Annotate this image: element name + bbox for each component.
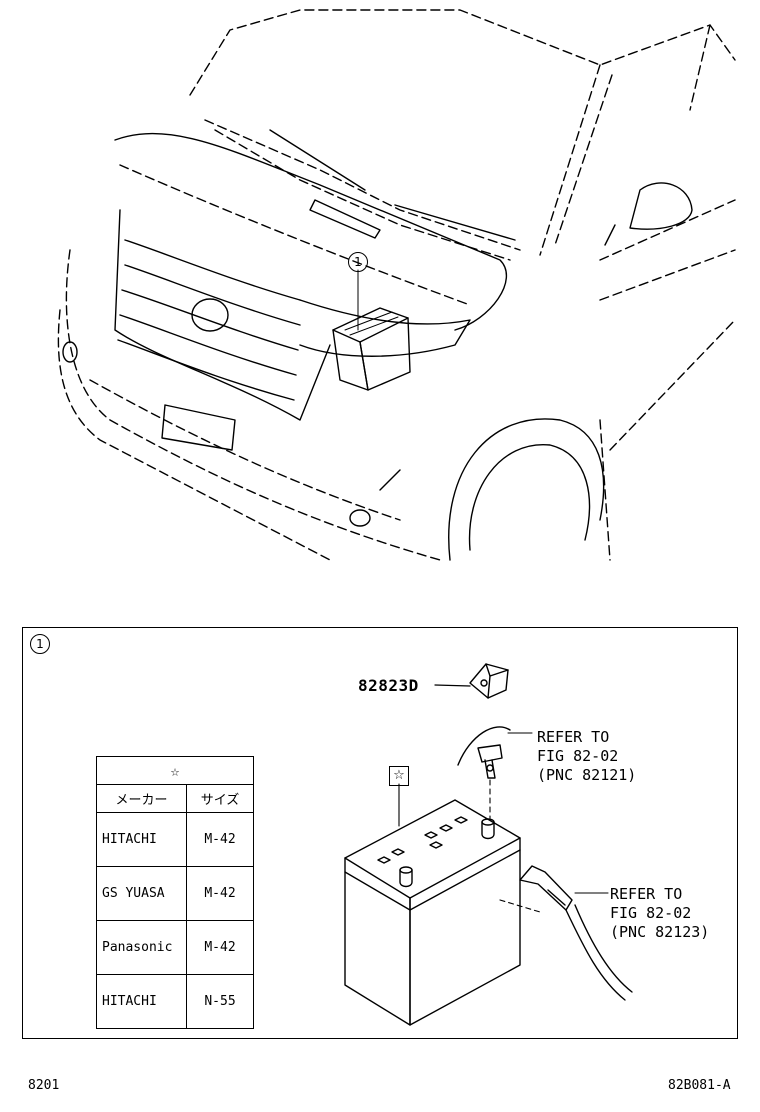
reference-1-line1: REFER TO	[537, 728, 610, 746]
table-header-size: サイズ	[186, 784, 254, 813]
battery-icon	[344, 799, 521, 1026]
table-header-maker: メーカー	[96, 784, 187, 813]
reference-callout-2[interactable]: REFER TO FIG 82-02 (PNC 82123)	[610, 866, 709, 942]
detail-callout-marker: 1	[30, 634, 50, 654]
item-callout-marker: 1	[348, 252, 368, 272]
table-cell-size: M-42	[186, 920, 254, 975]
table-cell-maker: HITACHI	[96, 974, 187, 1029]
battery-spec-table: ☆ メーカー サイズ HITACHI M-42 GS YUASA M-42 Pa…	[96, 756, 254, 1029]
reference-1-line2: FIG 82-02	[537, 747, 619, 765]
battery-star-marker: ☆	[389, 766, 409, 786]
battery-cable-icon	[519, 865, 633, 1001]
car-front-illustration-icon	[57, 9, 736, 561]
figure-code: 82B081-A	[668, 1078, 731, 1093]
table-row: GS YUASA M-42	[96, 866, 254, 921]
table-cell-size: M-42	[186, 812, 254, 867]
table-row: HITACHI N-55	[96, 974, 254, 1029]
reference-callout-1[interactable]: REFER TO FIG 82-02 (PNC 82121)	[537, 709, 636, 785]
detail-panel	[22, 627, 738, 1039]
table-cell-maker: HITACHI	[96, 812, 187, 867]
table-row: Panasonic M-42	[96, 920, 254, 975]
reference-1-line3: (PNC 82121)	[537, 766, 637, 784]
reference-2-line2: FIG 82-02	[610, 904, 692, 922]
part-number-82823d[interactable]: 82823D	[358, 676, 419, 695]
battery-clamp-icon	[434, 663, 509, 699]
table-cell-maker: GS YUASA	[96, 866, 187, 921]
table-cell-size: N-55	[186, 974, 254, 1029]
table-cell-maker: Panasonic	[96, 920, 187, 975]
reference-2-line1: REFER TO	[610, 885, 683, 903]
page-code: 8201	[28, 1078, 60, 1093]
table-cell-size: M-42	[186, 866, 254, 921]
reference-2-line3: (PNC 82123)	[610, 923, 710, 941]
table-header-star: ☆	[96, 756, 254, 785]
table-row: HITACHI M-42	[96, 812, 254, 867]
